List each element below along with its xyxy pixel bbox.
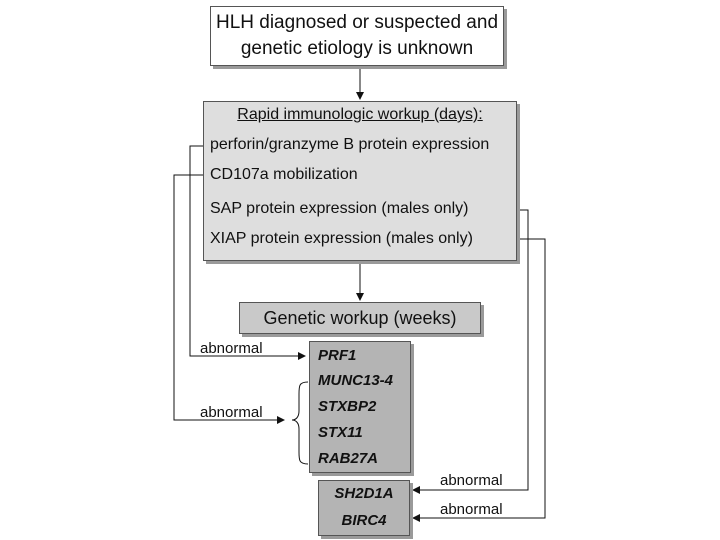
- rapid-workup-header: Rapid immunologic workup (days):: [237, 106, 483, 123]
- item-cd107a: CD107a mobilization: [210, 166, 358, 183]
- box-genes-group-1: PRF1 MUNC13-4 STXBP2 STX11 RAB27A: [309, 341, 411, 473]
- gene-prf1: PRF1: [318, 347, 357, 364]
- gene-rab27a: RAB27A: [318, 450, 379, 467]
- item-xiap: XIAP protein expression (males only): [210, 230, 473, 247]
- gene-birc4: BIRC4: [341, 512, 387, 529]
- genetic-workup-label: Genetic workup (weeks): [263, 308, 457, 328]
- brace: [291, 381, 309, 465]
- label-abnormal-birc4: abnormal: [440, 501, 503, 518]
- gene-stxbp2: STXBP2: [318, 398, 377, 415]
- box-rapid-workup: Rapid immunologic workup (days): perfori…: [203, 101, 517, 261]
- box-hlh-diagnosed: HLH diagnosed or suspected and genetic e…: [210, 6, 504, 66]
- label-abnormal-group: abnormal: [200, 404, 263, 421]
- arrow-sap-to-sh2d1a: [412, 209, 529, 494]
- arrow-cd107a-to-group: [173, 174, 285, 424]
- gene-munc13-4: MUNC13-4: [318, 372, 394, 389]
- gene-sh2d1a: SH2D1A: [334, 485, 394, 502]
- arrow-perforin-to-prf1: [189, 145, 306, 360]
- hlh-line-2: genetic etiology is unknown: [240, 38, 474, 59]
- box-genetic-workup: Genetic workup (weeks): [239, 302, 481, 334]
- gene-stx11: STX11: [318, 424, 363, 441]
- box-genes-group-2: SH2D1A BIRC4: [318, 480, 410, 536]
- arrow-xiap-to-birc4: [412, 238, 546, 522]
- item-perforin: perforin/granzyme B protein expression: [210, 136, 490, 153]
- label-abnormal-prf1: abnormal: [200, 340, 263, 357]
- item-sap: SAP protein expression (males only): [210, 200, 469, 217]
- hlh-line-1: HLH diagnosed or suspected and: [215, 12, 499, 33]
- label-abnormal-sh2d1a: abnormal: [440, 472, 503, 489]
